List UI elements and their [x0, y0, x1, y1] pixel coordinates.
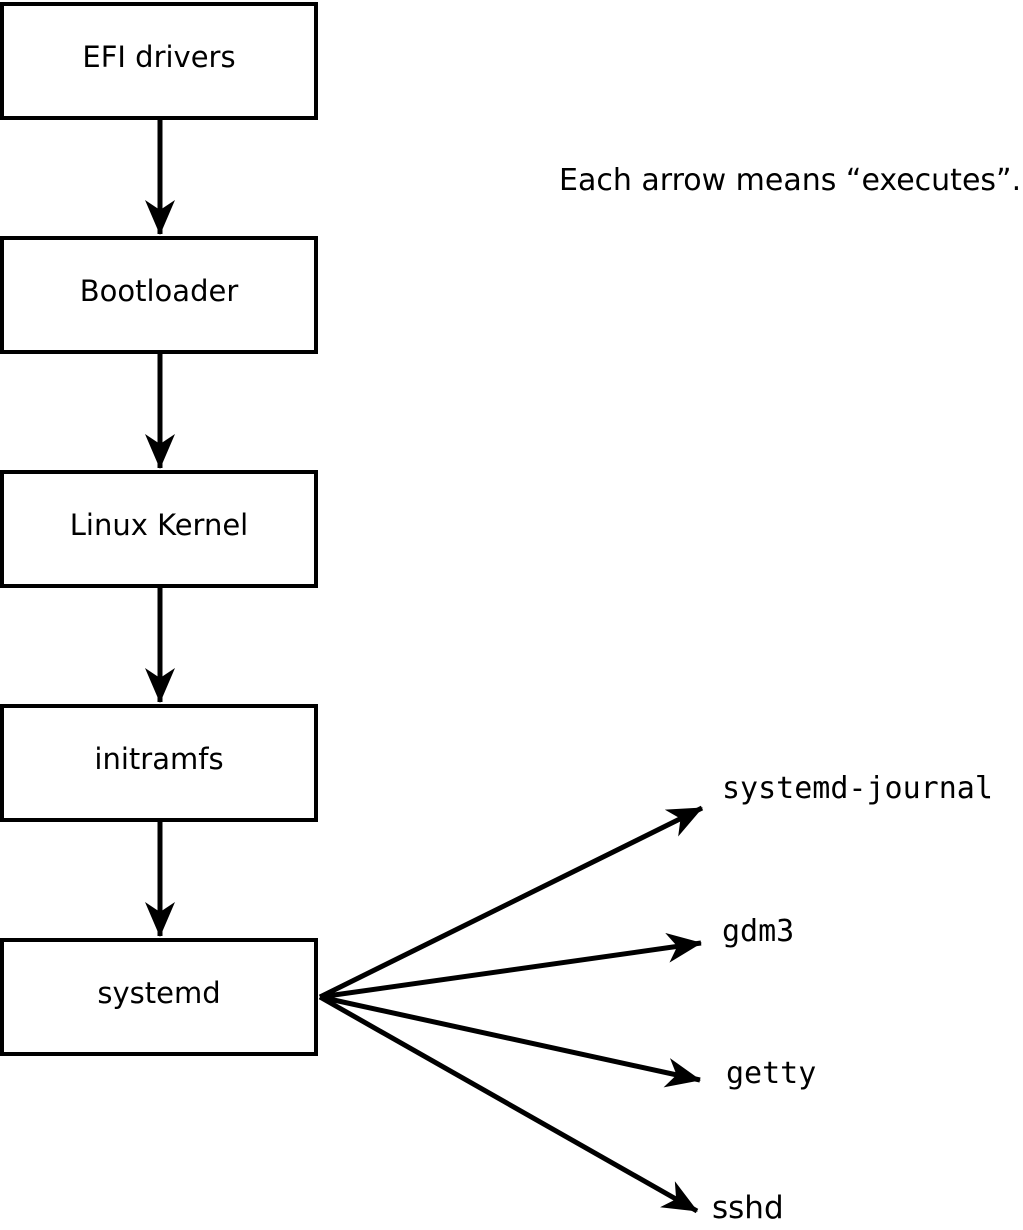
node-systemd-label: systemd — [97, 976, 221, 1010]
node-linux-kernel: Linux Kernel — [0, 470, 318, 588]
node-initramfs-label: initramfs — [94, 742, 224, 776]
edge-systemd-to-gdm3 — [319, 932, 702, 1000]
legend-note: Each arrow means “executes”. — [559, 163, 1022, 198]
process-label-systemd-journal: systemd-journal — [722, 771, 993, 806]
edge-systemd-to-sshd — [318, 994, 699, 1214]
node-efi-drivers: EFI drivers — [0, 2, 318, 120]
node-bootloader: Bootloader — [0, 236, 318, 354]
process-label-sshd: sshd — [712, 1190, 784, 1226]
process-label-getty: getty — [726, 1056, 817, 1091]
node-linux-kernel-label: Linux Kernel — [69, 508, 249, 542]
process-label-gdm3: gdm3 — [722, 914, 795, 949]
edge-systemd-to-getty — [319, 994, 701, 1088]
node-efi-drivers-label: EFI drivers — [82, 40, 236, 74]
node-systemd: systemd — [0, 938, 318, 1056]
node-initramfs: initramfs — [0, 704, 318, 822]
node-bootloader-label: Bootloader — [79, 274, 239, 308]
edge-systemd-to-journal — [318, 805, 704, 1000]
